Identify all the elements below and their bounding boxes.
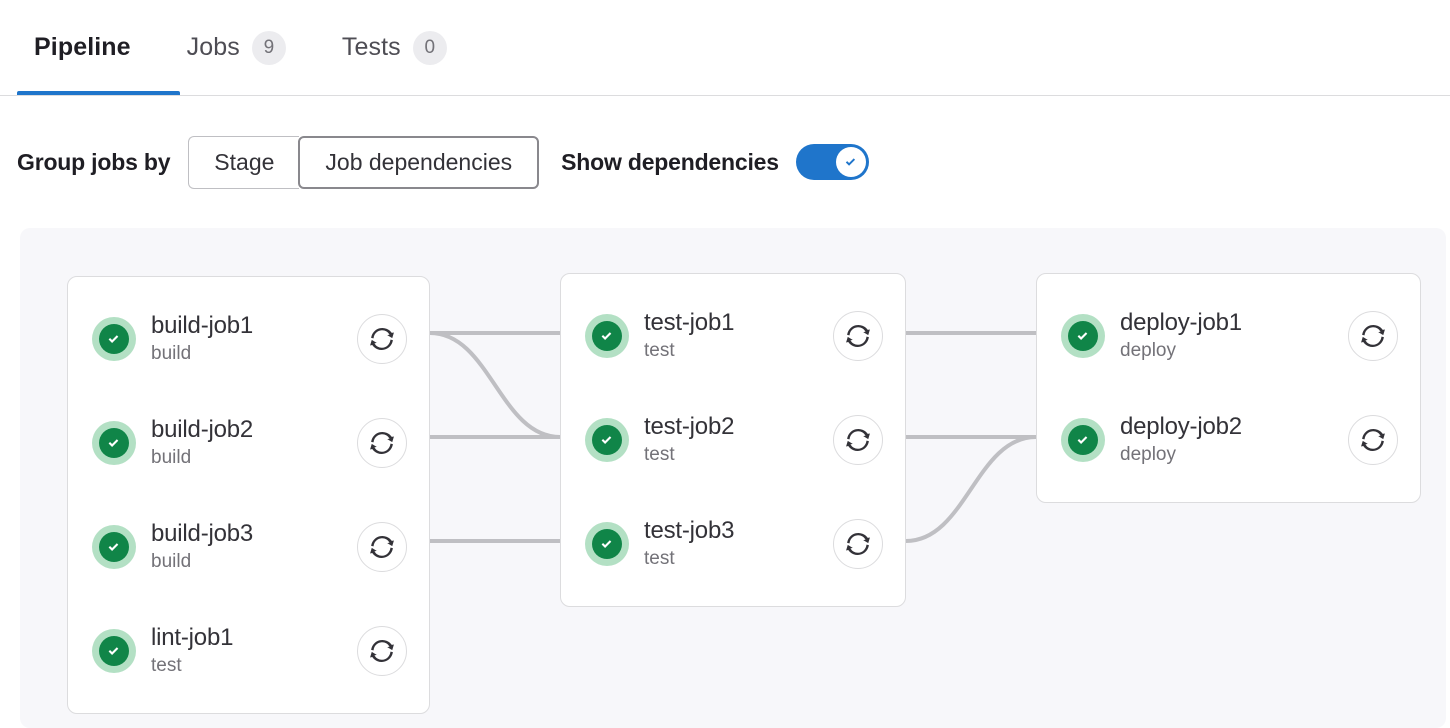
retry-button[interactable]	[833, 415, 883, 465]
check-icon	[601, 436, 612, 444]
link-build-job1-test-job2	[428, 331, 562, 439]
status-success-icon	[92, 317, 136, 361]
tab-jobs[interactable]: Jobs 9	[159, 0, 314, 95]
job-test-job3[interactable]: test-job3 test	[561, 492, 905, 596]
retry-button[interactable]	[833, 519, 883, 569]
check-icon	[601, 332, 612, 340]
group-jobs-by-segmented-control[interactable]: Stage Job dependencies	[188, 135, 540, 189]
retry-icon	[846, 428, 870, 451]
job-name: deploy-job1	[1120, 308, 1242, 336]
job-test-job1[interactable]: test-job1 test	[561, 284, 905, 388]
test-column: test-job1 test	[560, 273, 906, 607]
check-icon	[1077, 436, 1088, 444]
job-name: build-job3	[151, 519, 254, 547]
status-success-icon	[585, 522, 629, 566]
check-icon	[601, 540, 612, 548]
job-stage: test	[151, 654, 182, 676]
retry-icon	[1361, 324, 1385, 347]
retry-button[interactable]	[357, 626, 407, 676]
job-name: lint-job1	[151, 623, 234, 651]
job-build-job3[interactable]: build-job3 build	[68, 495, 429, 599]
check-icon	[845, 158, 855, 166]
job-name: build-job1	[151, 311, 254, 339]
job-name: deploy-job2	[1120, 412, 1242, 440]
status-success-icon	[585, 418, 629, 462]
retry-button[interactable]	[1348, 415, 1398, 465]
job-stage: deploy	[1120, 443, 1176, 465]
retry-button[interactable]	[357, 522, 407, 572]
job-name: test-job2	[644, 412, 735, 440]
job-stage: test	[644, 339, 675, 361]
job-stage: test	[644, 443, 675, 465]
retry-icon	[846, 324, 870, 347]
build-column-card: build-job1 build	[67, 276, 430, 714]
build-column: build-job1 build	[67, 276, 430, 714]
job-lint-job1[interactable]: lint-job1 test	[68, 599, 429, 703]
check-icon	[108, 543, 119, 551]
job-stage: deploy	[1120, 339, 1176, 361]
retry-icon	[370, 639, 394, 662]
show-dependencies-label: Show dependencies	[561, 148, 779, 175]
job-name: test-job3	[644, 516, 735, 544]
status-success-icon	[585, 314, 629, 358]
job-name: test-job1	[644, 308, 735, 336]
status-success-icon	[92, 421, 136, 465]
check-icon	[108, 335, 119, 343]
check-icon	[108, 439, 119, 447]
status-success-icon	[1061, 418, 1105, 462]
job-stage: test	[644, 547, 675, 569]
status-success-icon	[92, 525, 136, 569]
job-build-job1[interactable]: build-job1 build	[68, 287, 429, 391]
job-stage: build	[151, 550, 192, 572]
check-icon	[108, 647, 119, 655]
check-icon	[1077, 332, 1088, 340]
job-name: build-job2	[151, 415, 254, 443]
dependency-links	[428, 331, 1038, 543]
tab-tests-badge: 0	[412, 30, 447, 65]
tab-tests-label: Tests	[341, 33, 401, 61]
retry-icon	[846, 532, 870, 555]
toggle-knob	[835, 147, 866, 177]
retry-button[interactable]	[1348, 311, 1398, 361]
job-stage: build	[151, 446, 192, 468]
job-stage: build	[151, 342, 192, 364]
job-deploy-job2[interactable]: deploy-job2 deploy	[1037, 388, 1420, 492]
pipeline-graph-canvas: build-job1 build	[20, 228, 1446, 728]
segment-job-dependencies[interactable]: Job dependencies	[298, 135, 540, 189]
tab-jobs-badge: 9	[251, 30, 286, 65]
job-build-job2[interactable]: build-job2 build	[68, 391, 429, 495]
test-column-card: test-job1 test	[560, 273, 906, 607]
deploy-column-card: deploy-job1 deploy	[1036, 273, 1421, 503]
tab-list: Pipeline Jobs 9 Tests 0	[17, 0, 475, 95]
retry-icon	[370, 327, 394, 350]
show-dependencies-toggle[interactable]	[795, 144, 869, 180]
graph-controls: Group jobs by Stage Job dependencies Sho…	[0, 96, 1450, 228]
retry-button[interactable]	[357, 418, 407, 468]
tab-pipeline-label: Pipeline	[34, 33, 131, 61]
segment-stage[interactable]: Stage	[188, 135, 300, 189]
tab-tests[interactable]: Tests 0	[314, 0, 475, 95]
job-deploy-job1[interactable]: deploy-job1 deploy	[1037, 284, 1420, 388]
pipeline-tabbar: Pipeline Jobs 9 Tests 0	[0, 0, 1450, 96]
status-success-icon	[92, 629, 136, 673]
tab-pipeline[interactable]: Pipeline	[17, 0, 159, 95]
retry-icon	[370, 535, 394, 558]
link-test-job3-deploy-job2	[904, 435, 1038, 543]
retry-button[interactable]	[357, 314, 407, 364]
retry-icon	[370, 431, 394, 454]
deploy-column: deploy-job1 deploy	[1036, 273, 1421, 503]
job-test-job2[interactable]: test-job2 test	[561, 388, 905, 492]
tab-jobs-label: Jobs	[186, 33, 240, 61]
retry-button[interactable]	[833, 311, 883, 361]
retry-icon	[1361, 428, 1385, 451]
status-success-icon	[1061, 314, 1105, 358]
group-jobs-by-label: Group jobs by	[17, 148, 171, 175]
active-tab-underline	[17, 91, 180, 95]
